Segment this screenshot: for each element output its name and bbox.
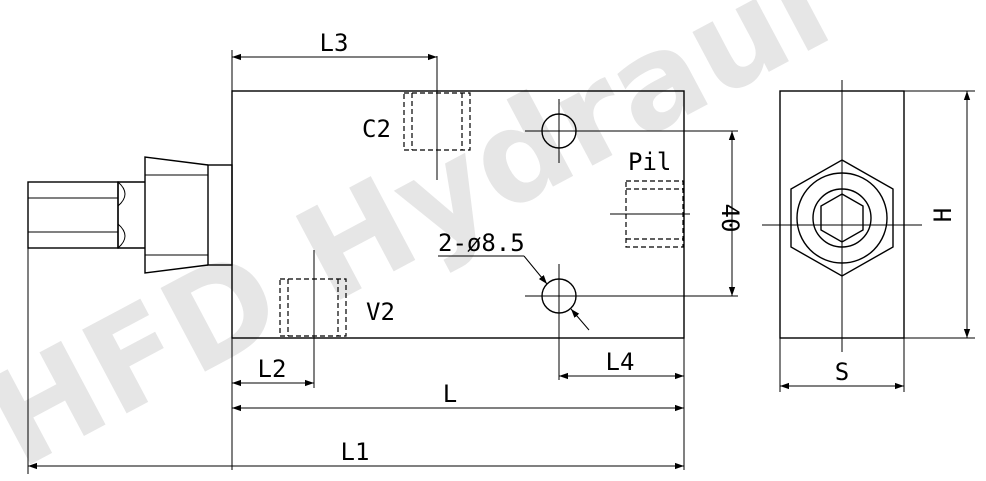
port-pil <box>610 180 690 248</box>
hole-spec-leader <box>438 255 590 331</box>
label-l1: L1 <box>341 438 370 466</box>
label-pil: Pil <box>628 148 671 176</box>
label-h: H <box>929 208 957 222</box>
label-l2: L2 <box>258 355 287 383</box>
dim-s <box>779 338 905 392</box>
dim-l1 <box>27 248 684 474</box>
label-s: S <box>835 358 849 386</box>
dim-h <box>904 90 975 339</box>
dim-l2 <box>231 338 314 470</box>
adjuster-assembly <box>27 156 233 274</box>
label-c2: C2 <box>362 115 391 143</box>
label-l3: L3 <box>320 29 349 57</box>
label-dim-40: 40 <box>716 204 744 233</box>
dim-l3 <box>231 50 437 91</box>
port-v2 <box>279 250 347 388</box>
mounting-hole-bottom <box>525 264 738 380</box>
mounting-hole-top <box>525 99 738 163</box>
label-v2: V2 <box>366 298 395 326</box>
label-hole-spec: 2-ø8.5 <box>438 229 525 257</box>
port-c2 <box>403 56 471 180</box>
label-l4: L4 <box>606 348 635 376</box>
watermark: HFD Hydraul <box>0 0 852 481</box>
label-l: L <box>443 380 457 408</box>
dim-l4 <box>559 338 685 470</box>
hex-socket <box>762 80 922 352</box>
